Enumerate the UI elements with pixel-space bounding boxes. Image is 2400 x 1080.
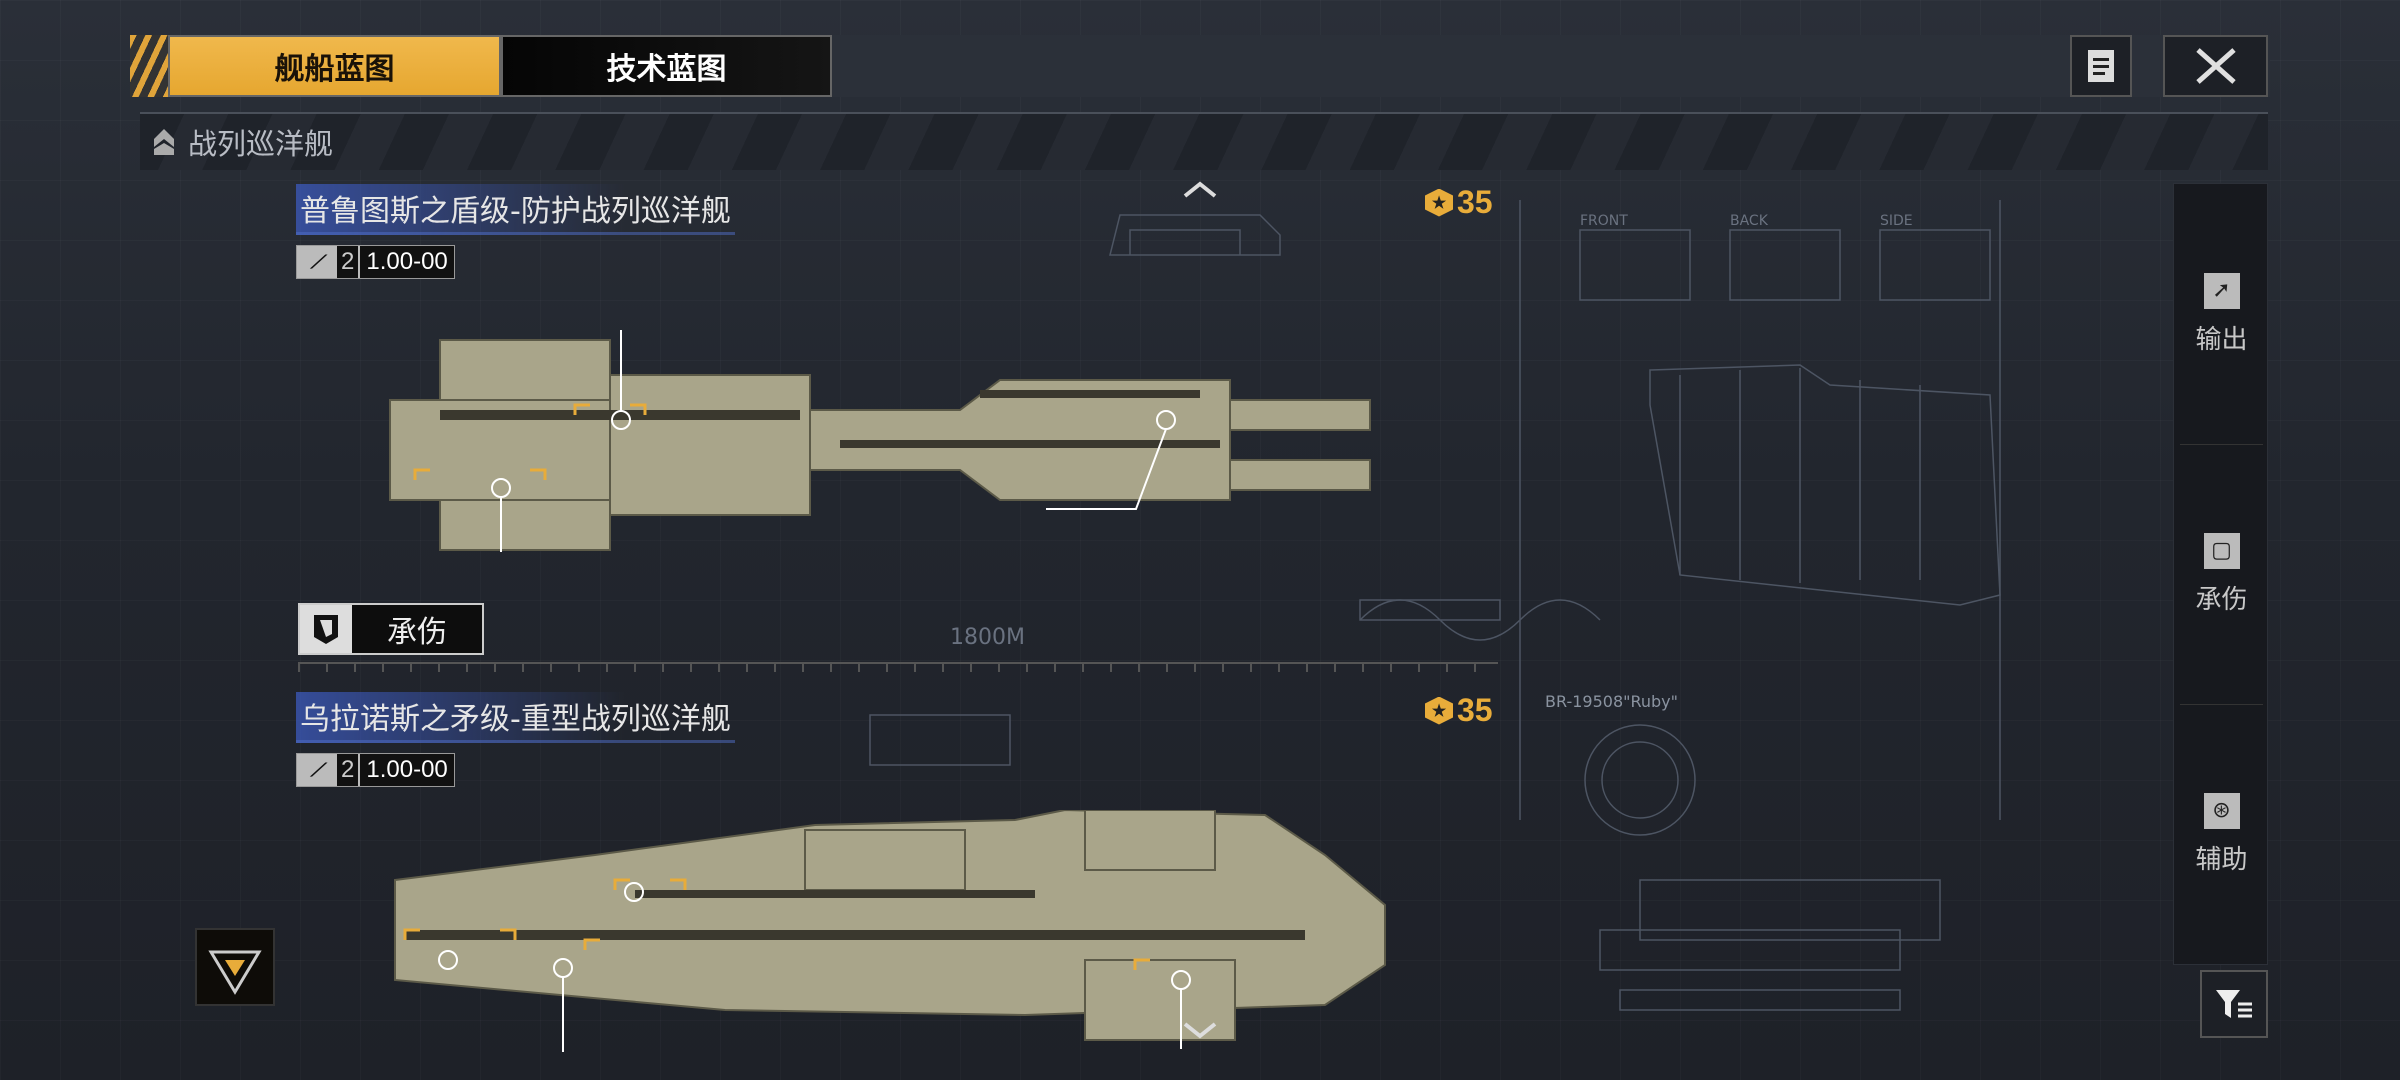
ship-model-1[interactable]: [380, 330, 1400, 570]
tier-value: 2: [337, 246, 361, 278]
role-label: 承伤: [352, 605, 482, 653]
triangle-emblem-icon: [208, 950, 262, 995]
scroll-up-icon[interactable]: [1182, 178, 1218, 200]
level-icon: ★: [1425, 696, 1453, 725]
level-icon: ★: [1425, 188, 1453, 217]
shield-icon: ▢: [2203, 532, 2240, 569]
scroll-down-icon[interactable]: [1182, 1020, 1218, 1042]
tab-ship-blueprint[interactable]: 舰船蓝图: [168, 35, 501, 97]
view-back: BACK: [1730, 213, 1768, 229]
range-label: 1800M: [950, 625, 1025, 650]
ship-card-1[interactable]: 普鲁图斯之盾级-防护战列巡洋舰 ⟋ 2 1.00-00: [296, 184, 735, 279]
ship-model-2[interactable]: [385, 810, 1405, 1080]
document-button[interactable]: [2070, 35, 2132, 97]
faction-icon: ⟋: [297, 246, 337, 278]
tier-value: 2: [337, 754, 361, 786]
divider: [2180, 704, 2263, 705]
sidebar-item-output[interactable]: ➚ 输出: [2174, 184, 2269, 444]
close-icon: [2195, 48, 2236, 84]
sidebar-item-tank[interactable]: ▢ 承伤: [2174, 444, 2269, 704]
version-badge: ⟋ 2 1.00-00: [296, 753, 455, 787]
shield-icon: [314, 615, 338, 644]
filter-button[interactable]: [2200, 970, 2268, 1038]
category-bar: 战列巡洋舰: [140, 112, 2268, 170]
version-value: 1.00-00: [360, 246, 454, 278]
view-front: FRONT: [1580, 213, 1628, 229]
ship-card-2[interactable]: 乌拉诺斯之矛级-重型战列巡洋舰 ⟋ 2 1.00-00: [296, 692, 735, 787]
ship-name: 乌拉诺斯之矛级-重型战列巡洋舰: [296, 692, 735, 743]
hazard-stripe: [130, 35, 168, 97]
view-side: SIDE: [1880, 213, 1913, 229]
ship-level-2: ★35: [1425, 692, 1493, 729]
support-icon: ⊛: [2203, 792, 2240, 829]
role-filter-sidebar: ➚ 输出 ▢ 承伤 ⊛ 辅助: [2173, 183, 2268, 965]
divider: [2180, 444, 2263, 445]
ruler: [298, 662, 1498, 672]
version-value: 1.00-00: [360, 754, 454, 786]
filter-icon: [2216, 990, 2252, 1018]
close-button[interactable]: [2163, 35, 2268, 97]
sidebar-item-label: 输出: [2195, 324, 2248, 355]
sidebar-item-support[interactable]: ⊛ 辅助: [2174, 704, 2269, 964]
document-icon: [2088, 50, 2114, 82]
ship-level-1: ★35: [1425, 184, 1493, 221]
ship-name: 普鲁图斯之盾级-防护战列巡洋舰: [296, 184, 735, 235]
faction-icon: ⟋: [297, 754, 337, 786]
part-label: BR-19508"Ruby": [1545, 692, 1678, 711]
battlecruiser-rank-icon: [154, 129, 174, 155]
tab-tech-blueprint[interactable]: 技术蓝图: [501, 35, 832, 97]
sidebar-item-label: 承伤: [2195, 584, 2248, 615]
category-label: 战列巡洋舰: [188, 127, 334, 161]
sidebar-item-label: 辅助: [2195, 844, 2248, 875]
role-badge: 承伤: [298, 603, 484, 655]
output-arrow-icon: ➚: [2203, 272, 2240, 309]
version-badge: ⟋ 2 1.00-00: [296, 245, 455, 279]
faction-emblem-button[interactable]: [195, 928, 275, 1006]
